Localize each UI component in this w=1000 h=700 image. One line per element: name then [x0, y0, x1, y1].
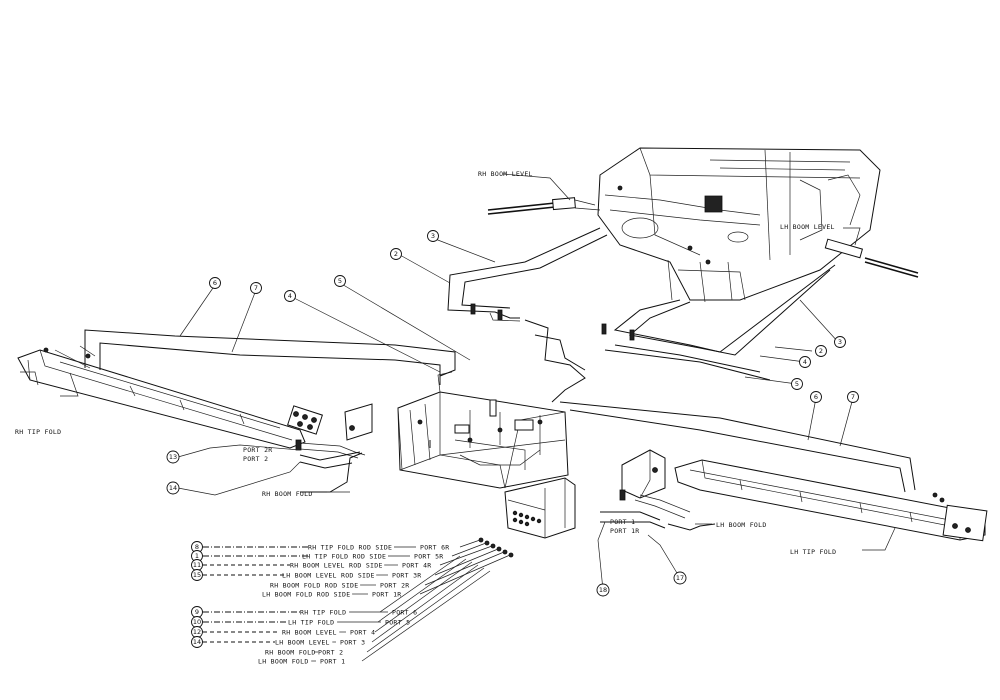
item-balloon: 3 [431, 232, 435, 240]
legend-port: PORT 5R [414, 553, 444, 561]
legend-port: PORT 3R [392, 572, 422, 580]
legend-description: LH TIP FOLD [288, 619, 334, 627]
legend-description: LH BOOM FOLD ROD SIDE [262, 591, 350, 599]
legend-port: PORT 6R [420, 544, 450, 552]
lh-boom-level-cylinder [824, 238, 919, 278]
port-legend: 8 RH TIP FOLD ROD SIDE PORT 6R 1 LH TIP FOLD… [191, 541, 450, 666]
port-1r-label: PORT 1R [610, 527, 640, 535]
legend-port: PORT 2 [318, 649, 343, 657]
legend-port: PORT 1R [372, 591, 402, 599]
rh-boom-fold-cylinder [295, 403, 373, 459]
lh-boom-fold-cylinder [619, 449, 691, 519]
legend-description: RH TIP FOLD [300, 609, 346, 617]
rh-boom-level-label: RH BOOM LEVEL [478, 170, 533, 178]
legend-description: LH BOOM FOLD [258, 658, 309, 666]
item-balloon: 7 [851, 393, 855, 401]
legend-port: PORT 2R [380, 582, 410, 590]
leader-lines [60, 173, 896, 591]
item-balloons: 3 2 4 5 6 7 4 5 2 3 6 7 13 14 17 18 [166, 230, 859, 597]
legend-description: LH TIP FOLD ROD SIDE [302, 553, 386, 561]
item-balloon: 4 [803, 358, 807, 366]
rh-boom-fold-label: RH BOOM FOLD [262, 490, 313, 498]
legend-description: RH BOOM FOLD ROD SIDE [270, 582, 358, 590]
item-balloon: 13 [169, 453, 177, 461]
item-balloon: 7 [254, 284, 258, 292]
legend-description: RH BOOM LEVEL ROD SIDE [290, 562, 383, 570]
legend-number: 12 [193, 628, 201, 636]
item-balloon: 6 [814, 393, 818, 401]
rh-boom-level-cylinder [487, 197, 601, 215]
item-balloon: 18 [599, 586, 607, 594]
legend-port: PORT 6 [392, 609, 417, 617]
valve-manifold [478, 477, 576, 558]
legend-port: PORT 1 [320, 658, 345, 666]
port-1-label: PORT 1 [610, 518, 635, 526]
port-2r-label: PORT 2R [243, 446, 273, 454]
legend-number: 10 [193, 618, 201, 626]
item-balloon: 5 [795, 380, 799, 388]
item-balloon: 3 [838, 338, 842, 346]
item-balloon: 5 [338, 277, 342, 285]
legend-number: 11 [193, 561, 201, 569]
lh-boom-fold-label: LH BOOM FOLD [716, 521, 767, 529]
legend-port: PORT 4R [402, 562, 432, 570]
center-frame [397, 371, 569, 489]
legend-balloon [191, 569, 203, 581]
callout-labels: RH BOOM LEVEL LH BOOM LEVEL RH TIP FOLD … [15, 170, 836, 556]
item-balloon: 2 [394, 250, 398, 258]
item-balloon: 4 [288, 292, 292, 300]
item-balloon: 2 [819, 347, 823, 355]
legend-connectors [203, 539, 511, 662]
legend-number: 15 [193, 571, 201, 579]
lh-tip-fold-label: LH TIP FOLD [790, 548, 836, 556]
legend-number: 1 [195, 552, 199, 560]
item-balloon: 17 [676, 574, 684, 582]
legend-number: 14 [193, 638, 201, 646]
legend-port: PORT 4 [350, 629, 375, 637]
lh-boom-level-label: LH BOOM LEVEL [780, 223, 835, 231]
left-boom [17, 345, 323, 449]
item-balloon: 6 [213, 279, 217, 287]
chassis-frame [597, 147, 881, 303]
legend-port: PORT 5 [385, 619, 410, 627]
hose-routes [84, 227, 916, 531]
legend-description: RH TIP FOLD ROD SIDE [308, 544, 392, 552]
item-balloon: 14 [169, 484, 177, 492]
legend-description: RH BOOM LEVEL [282, 629, 337, 637]
legend-description: LH BOOM LEVEL ROD SIDE [282, 572, 375, 580]
legend-number: 9 [195, 608, 199, 616]
legend-description: RH BOOM FOLD [265, 649, 316, 657]
legend-port: PORT 3 [340, 639, 365, 647]
port-2-label: PORT 2 [243, 455, 268, 463]
right-boom [674, 459, 988, 542]
rh-tip-fold-label: RH TIP FOLD [15, 428, 61, 436]
legend-balloon [191, 636, 203, 648]
legend-number: 8 [195, 543, 199, 551]
legend-description: LH BOOM LEVEL [275, 639, 330, 647]
